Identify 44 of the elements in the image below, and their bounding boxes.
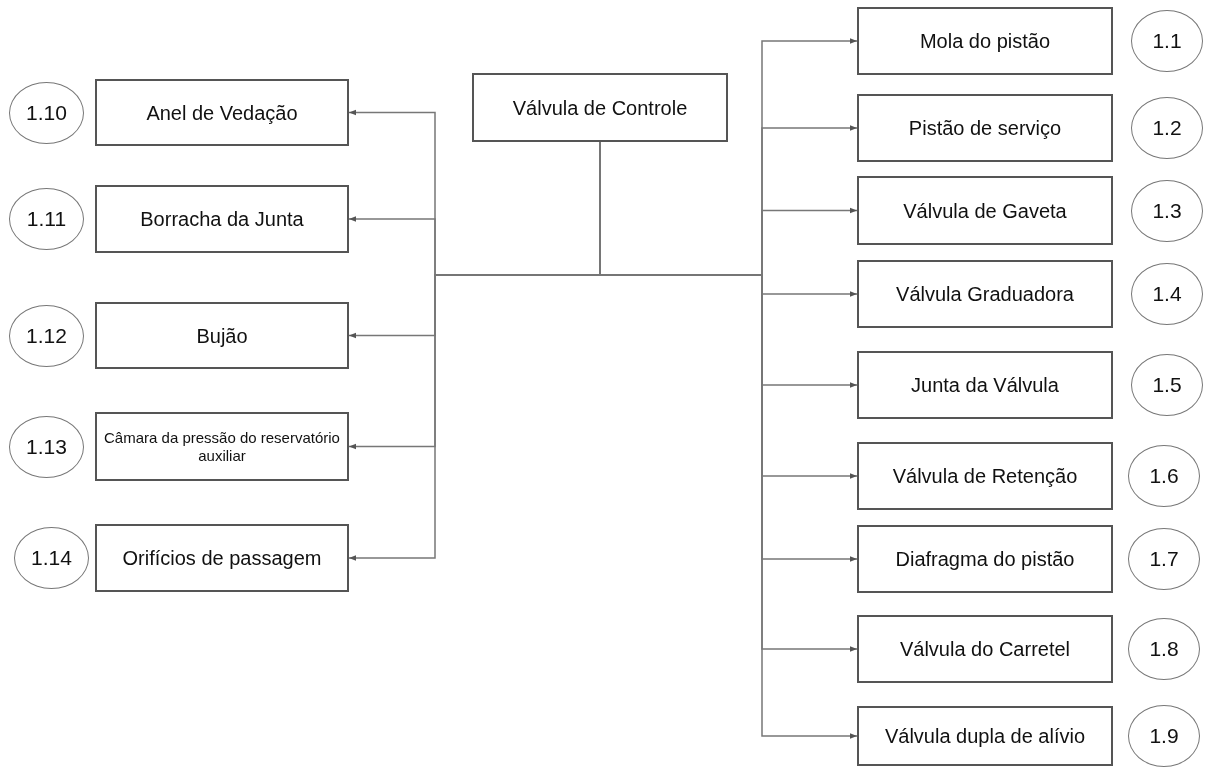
item-number: 1.11 — [26, 207, 67, 231]
component-box — [857, 442, 1113, 510]
component-box — [95, 524, 349, 592]
item-number: 1.9 — [1149, 724, 1179, 748]
component-box — [472, 73, 728, 142]
component-box — [857, 260, 1113, 328]
component-box — [857, 176, 1113, 245]
item-number: 1.6 — [1149, 464, 1179, 488]
component-label: Mola do pistão — [919, 29, 1051, 53]
component-label: Bujão — [196, 323, 248, 348]
component-box — [857, 7, 1113, 75]
component-box — [95, 185, 349, 253]
component-label: Válvula de Controle — [512, 95, 688, 120]
component-label: Orifícios de passagem — [122, 546, 322, 570]
component-box — [857, 94, 1113, 162]
item-number: 1.13 — [26, 434, 67, 459]
item-number: 1.8 — [1149, 637, 1179, 661]
item-number: 1.10 — [26, 100, 67, 125]
item-number: 1.5 — [1152, 373, 1182, 397]
item-number: 1.14 — [31, 546, 72, 570]
item-number: 1.7 — [1149, 547, 1179, 571]
component-label: Pistão de serviço — [908, 116, 1062, 140]
component-label: Válvula Graduadora — [896, 282, 1074, 306]
component-label: Válvula de Gaveta — [903, 198, 1067, 223]
component-box — [95, 79, 349, 146]
component-label: Válvula dupla de alívio — [884, 724, 1086, 748]
component-box — [857, 351, 1113, 419]
item-number: 1.2 — [1152, 116, 1182, 140]
item-number: 1.12 — [26, 323, 67, 348]
item-number: 1.1 — [1152, 29, 1182, 53]
component-box — [857, 706, 1113, 766]
item-number: 1.3 — [1152, 198, 1182, 223]
component-label: Borracha da Junta — [140, 207, 304, 231]
component-label: Anel de Vedação — [146, 100, 298, 125]
component-label: Diafragma do pistão — [895, 547, 1075, 571]
component-label: Junta da Válvula — [911, 373, 1059, 397]
component-label: Válvula do Carretel — [899, 637, 1071, 661]
component-box — [95, 302, 349, 369]
component-label: Válvula de Retenção — [892, 464, 1078, 488]
component-label: Câmara da pressão do reservatório auxiliar — [103, 428, 341, 465]
component-box — [95, 412, 349, 481]
component-box — [857, 525, 1113, 593]
item-number: 1.4 — [1152, 282, 1182, 306]
component-box — [857, 615, 1113, 683]
